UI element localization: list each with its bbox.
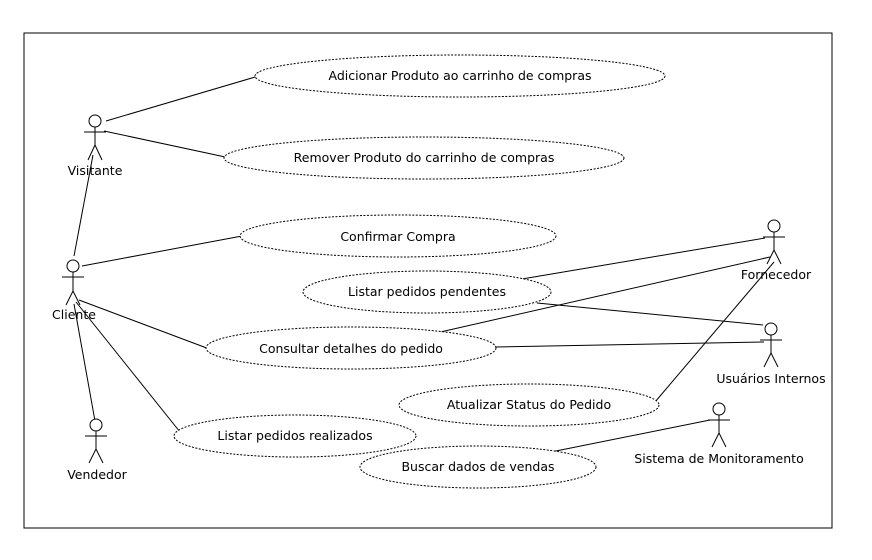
use-case-buscar-vendas[interactable]: Buscar dados de vendas: [359, 445, 597, 489]
use-case-atualizar-status[interactable]: Atualizar Status do Pedido: [398, 383, 660, 427]
use-case-label: Confirmar Compra: [340, 229, 455, 244]
use-case-label: Remover Produto do carrinho de compras: [294, 150, 555, 165]
actor-visitante[interactable]: Visitante: [68, 114, 123, 178]
use-case-listar-pendentes[interactable]: Listar pedidos pendentes: [302, 270, 552, 314]
actor-fornecedor[interactable]: Fornecedor: [741, 219, 812, 282]
actor-label: Visitante: [68, 163, 123, 178]
assoc-fornecedor-atualizar: [654, 261, 775, 403]
assoc-cliente-confirmar: [81, 235, 243, 267]
actor-cliente[interactable]: Cliente: [52, 259, 96, 322]
actor-sistema-monitoramento[interactable]: Sistema de Monitoramento: [634, 402, 804, 466]
assoc-cliente-vendedor: [73, 303, 96, 422]
diagram-frame: [23, 32, 833, 529]
stick-figure-icon: [84, 114, 106, 161]
stick-figure-icon: [62, 259, 84, 306]
use-case-confirmar-compra[interactable]: Confirmar Compra: [239, 214, 557, 258]
use-case-label: Listar pedidos pendentes: [348, 284, 506, 299]
use-case-remover-produto[interactable]: Remover Produto do carrinho de compras: [223, 136, 625, 180]
use-case-label: Consultar detalhes do pedido: [259, 341, 443, 356]
assoc-cliente-consultar: [78, 299, 213, 351]
use-case-label: Adicionar Produto ao carrinho de compras: [329, 68, 592, 83]
assoc-visitante-remover: [103, 130, 231, 159]
assoc-usuarios-consultar: [495, 341, 765, 348]
stick-figure-icon: [708, 402, 730, 448]
use-case-label: Atualizar Status do Pedido: [447, 397, 611, 412]
stick-figure-icon: [760, 322, 782, 368]
assoc-visitante-cliente: [73, 154, 94, 257]
actor-label: Fornecedor: [741, 267, 812, 282]
assoc-fornecedor-consultar: [435, 256, 771, 334]
actor-vendedor[interactable]: Vendedor: [67, 418, 128, 482]
assoc-cliente-listar-realizados: [75, 301, 181, 433]
assoc-fornecedor-listar-pendentes: [515, 237, 766, 281]
stick-figure-icon: [763, 219, 785, 265]
actor-label: Vendedor: [67, 467, 127, 482]
actor-label: Usuários Internos: [716, 371, 825, 386]
associations: [73, 74, 775, 456]
assoc-visitante-adicionar: [105, 74, 263, 122]
actor-label: Sistema de Monitoramento: [634, 451, 803, 466]
stick-figure-icon: [85, 418, 107, 464]
actor-label: Cliente: [52, 307, 96, 322]
assoc-monitor-buscar: [535, 419, 711, 456]
use-case-label: Listar pedidos realizados: [217, 428, 372, 443]
use-case-adicionar-produto[interactable]: Adicionar Produto ao carrinho de compras: [254, 54, 666, 98]
actor-usuarios-internos[interactable]: Usuários Internos: [716, 322, 826, 386]
use-case-label: Buscar dados de vendas: [401, 459, 554, 474]
use-case-listar-realizados[interactable]: Listar pedidos realizados: [173, 414, 417, 458]
use-case-consultar-detalhes[interactable]: Consultar detalhes do pedido: [205, 326, 497, 370]
assoc-usuarios-listar-pendentes: [536, 302, 764, 326]
